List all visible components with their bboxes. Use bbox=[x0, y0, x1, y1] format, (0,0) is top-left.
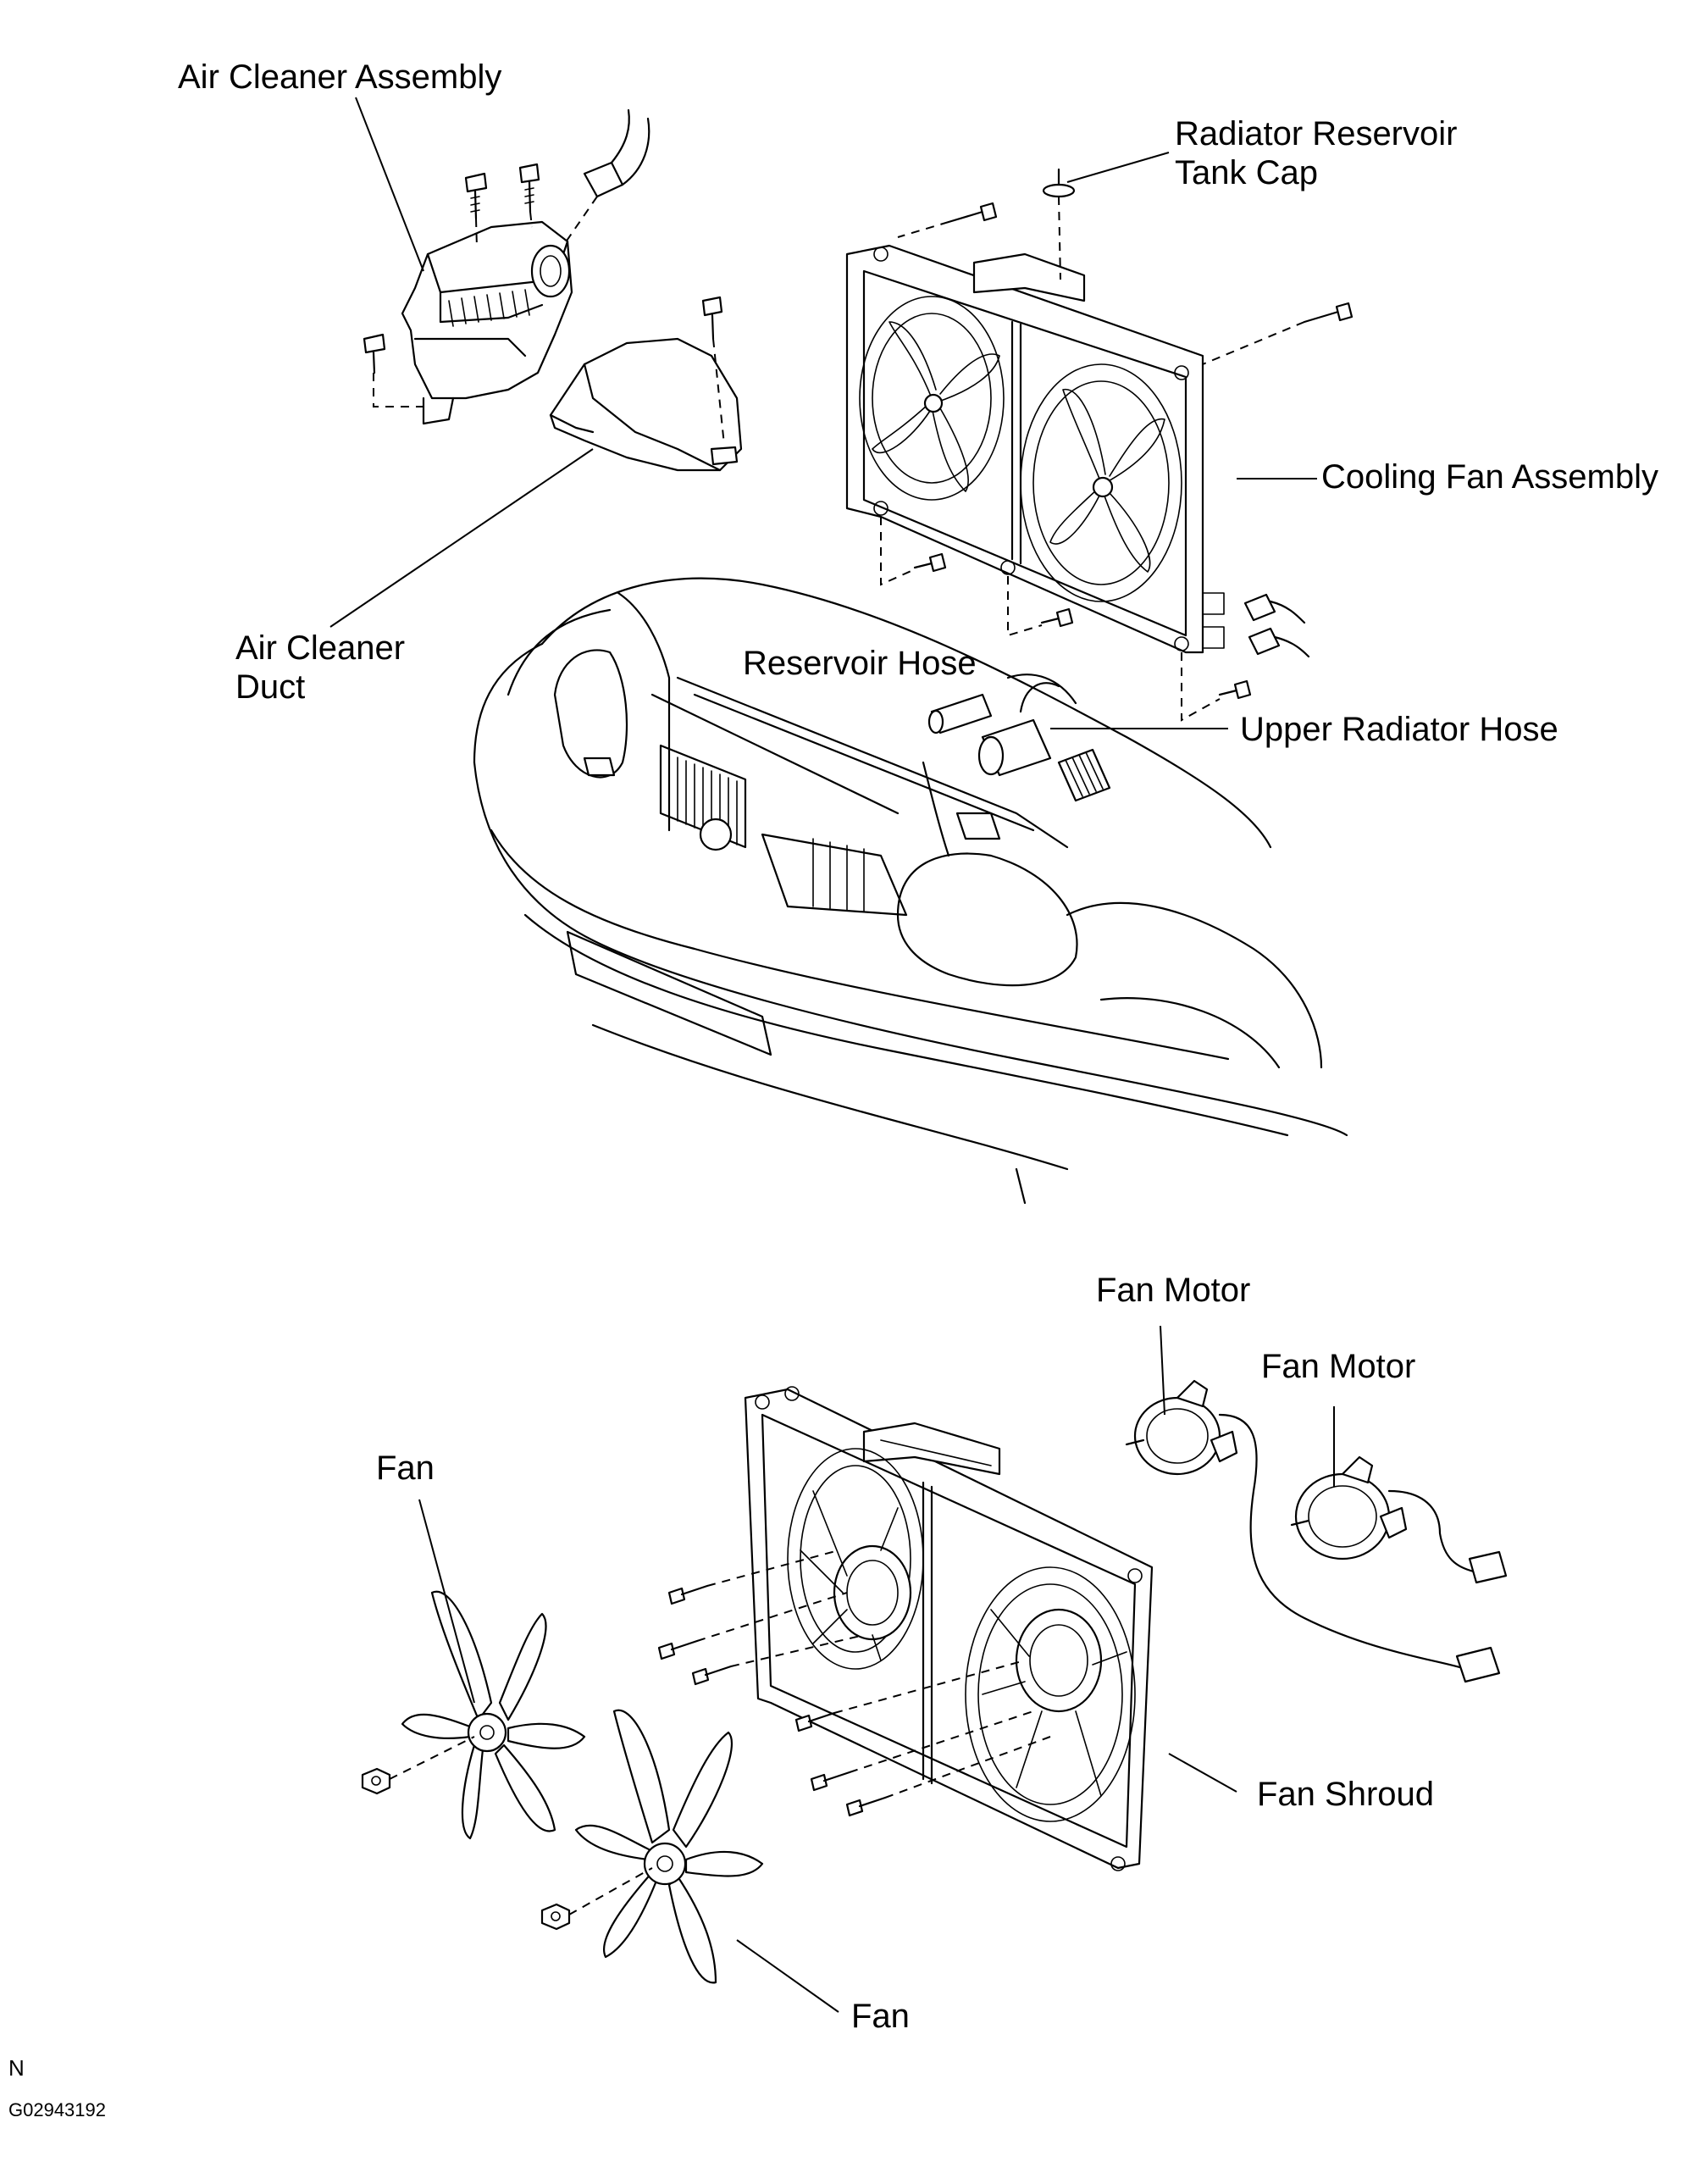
reservoir-hose-drawing bbox=[927, 693, 993, 734]
bolt-icon bbox=[913, 552, 947, 573]
bolt-icon bbox=[1303, 302, 1354, 324]
label-upper-radiator-hose: Upper Radiator Hose bbox=[1240, 711, 1558, 748]
figure-code: G02943192 bbox=[8, 2099, 106, 2120]
air-cleaner-duct-drawing bbox=[549, 296, 743, 472]
bolt-icon bbox=[947, 202, 998, 224]
bolt-icon bbox=[667, 1584, 709, 1605]
bolt-icon bbox=[691, 1665, 733, 1686]
connector-icon bbox=[1248, 627, 1310, 658]
label-reservoir-hose: Reservoir Hose bbox=[743, 645, 977, 682]
fan-motor-1-drawing bbox=[1125, 1379, 1501, 1683]
fan-2-drawing bbox=[540, 1709, 764, 1984]
bolt-icon bbox=[701, 296, 723, 341]
bolt-icon bbox=[1218, 679, 1252, 700]
nut-icon bbox=[361, 1767, 391, 1795]
fan-1-drawing bbox=[361, 1590, 586, 1840]
cooling-fan-assembly-drawing bbox=[845, 168, 1354, 722]
fan-motor-2-drawing bbox=[1290, 1455, 1508, 1584]
label-radiator-reservoir-line2: Tank Cap bbox=[1175, 154, 1318, 191]
bolt-icon bbox=[657, 1639, 699, 1660]
label-air-cleaner-assembly: Air Cleaner Assembly bbox=[178, 58, 502, 96]
fan-blade-icon bbox=[574, 1709, 764, 1984]
label-radiator-reservoir-line1: Radiator Reservoir bbox=[1175, 115, 1458, 152]
label-fan-motor-2: Fan Motor bbox=[1261, 1348, 1416, 1385]
fan-motor-icon bbox=[1290, 1455, 1408, 1560]
air-cleaner-assembly-drawing bbox=[363, 108, 650, 425]
label-fan-shroud: Fan Shroud bbox=[1257, 1776, 1435, 1813]
label-fan-2: Fan bbox=[851, 1998, 910, 2035]
bolt-icon bbox=[464, 172, 488, 220]
connector-icon bbox=[1243, 593, 1306, 624]
fan-blade-icon bbox=[401, 1590, 586, 1840]
nut-icon bbox=[540, 1903, 571, 1931]
shroud-screws bbox=[657, 1549, 1051, 1817]
label-fan-1: Fan bbox=[376, 1450, 435, 1487]
fan-shroud-drawing bbox=[744, 1386, 1154, 1871]
label-air-cleaner-duct-line2: Duct bbox=[235, 668, 306, 706]
label-air-cleaner-duct: Air Cleaner Duct bbox=[235, 629, 405, 707]
fan-motor-icon bbox=[1125, 1379, 1238, 1476]
fan-blade-icon bbox=[1049, 388, 1165, 573]
orientation-mark: N bbox=[8, 2055, 25, 2081]
upper-radiator-hose-drawing bbox=[977, 673, 1111, 802]
bolt-icon bbox=[794, 1711, 836, 1732]
vehicle-front-body-drawing bbox=[473, 577, 1348, 1205]
label-cooling-fan-assembly: Cooling Fan Assembly bbox=[1321, 458, 1658, 496]
bolt-icon bbox=[810, 1771, 851, 1792]
fan-blade-icon bbox=[872, 321, 1000, 492]
label-air-cleaner-duct-line1: Air Cleaner bbox=[235, 629, 406, 667]
bolt-icon bbox=[363, 333, 386, 374]
label-fan-motor-1: Fan Motor bbox=[1096, 1272, 1251, 1309]
bolt-icon bbox=[845, 1796, 887, 1817]
bolt-icon bbox=[1040, 607, 1074, 628]
label-radiator-reservoir-tank-cap: Radiator Reservoir Tank Cap bbox=[1175, 114, 1457, 192]
radiator-reservoir-tank-cap-drawing bbox=[1042, 168, 1076, 198]
leader-lines bbox=[329, 97, 1335, 2013]
bolt-icon bbox=[518, 163, 540, 213]
connector-icon bbox=[583, 108, 650, 198]
